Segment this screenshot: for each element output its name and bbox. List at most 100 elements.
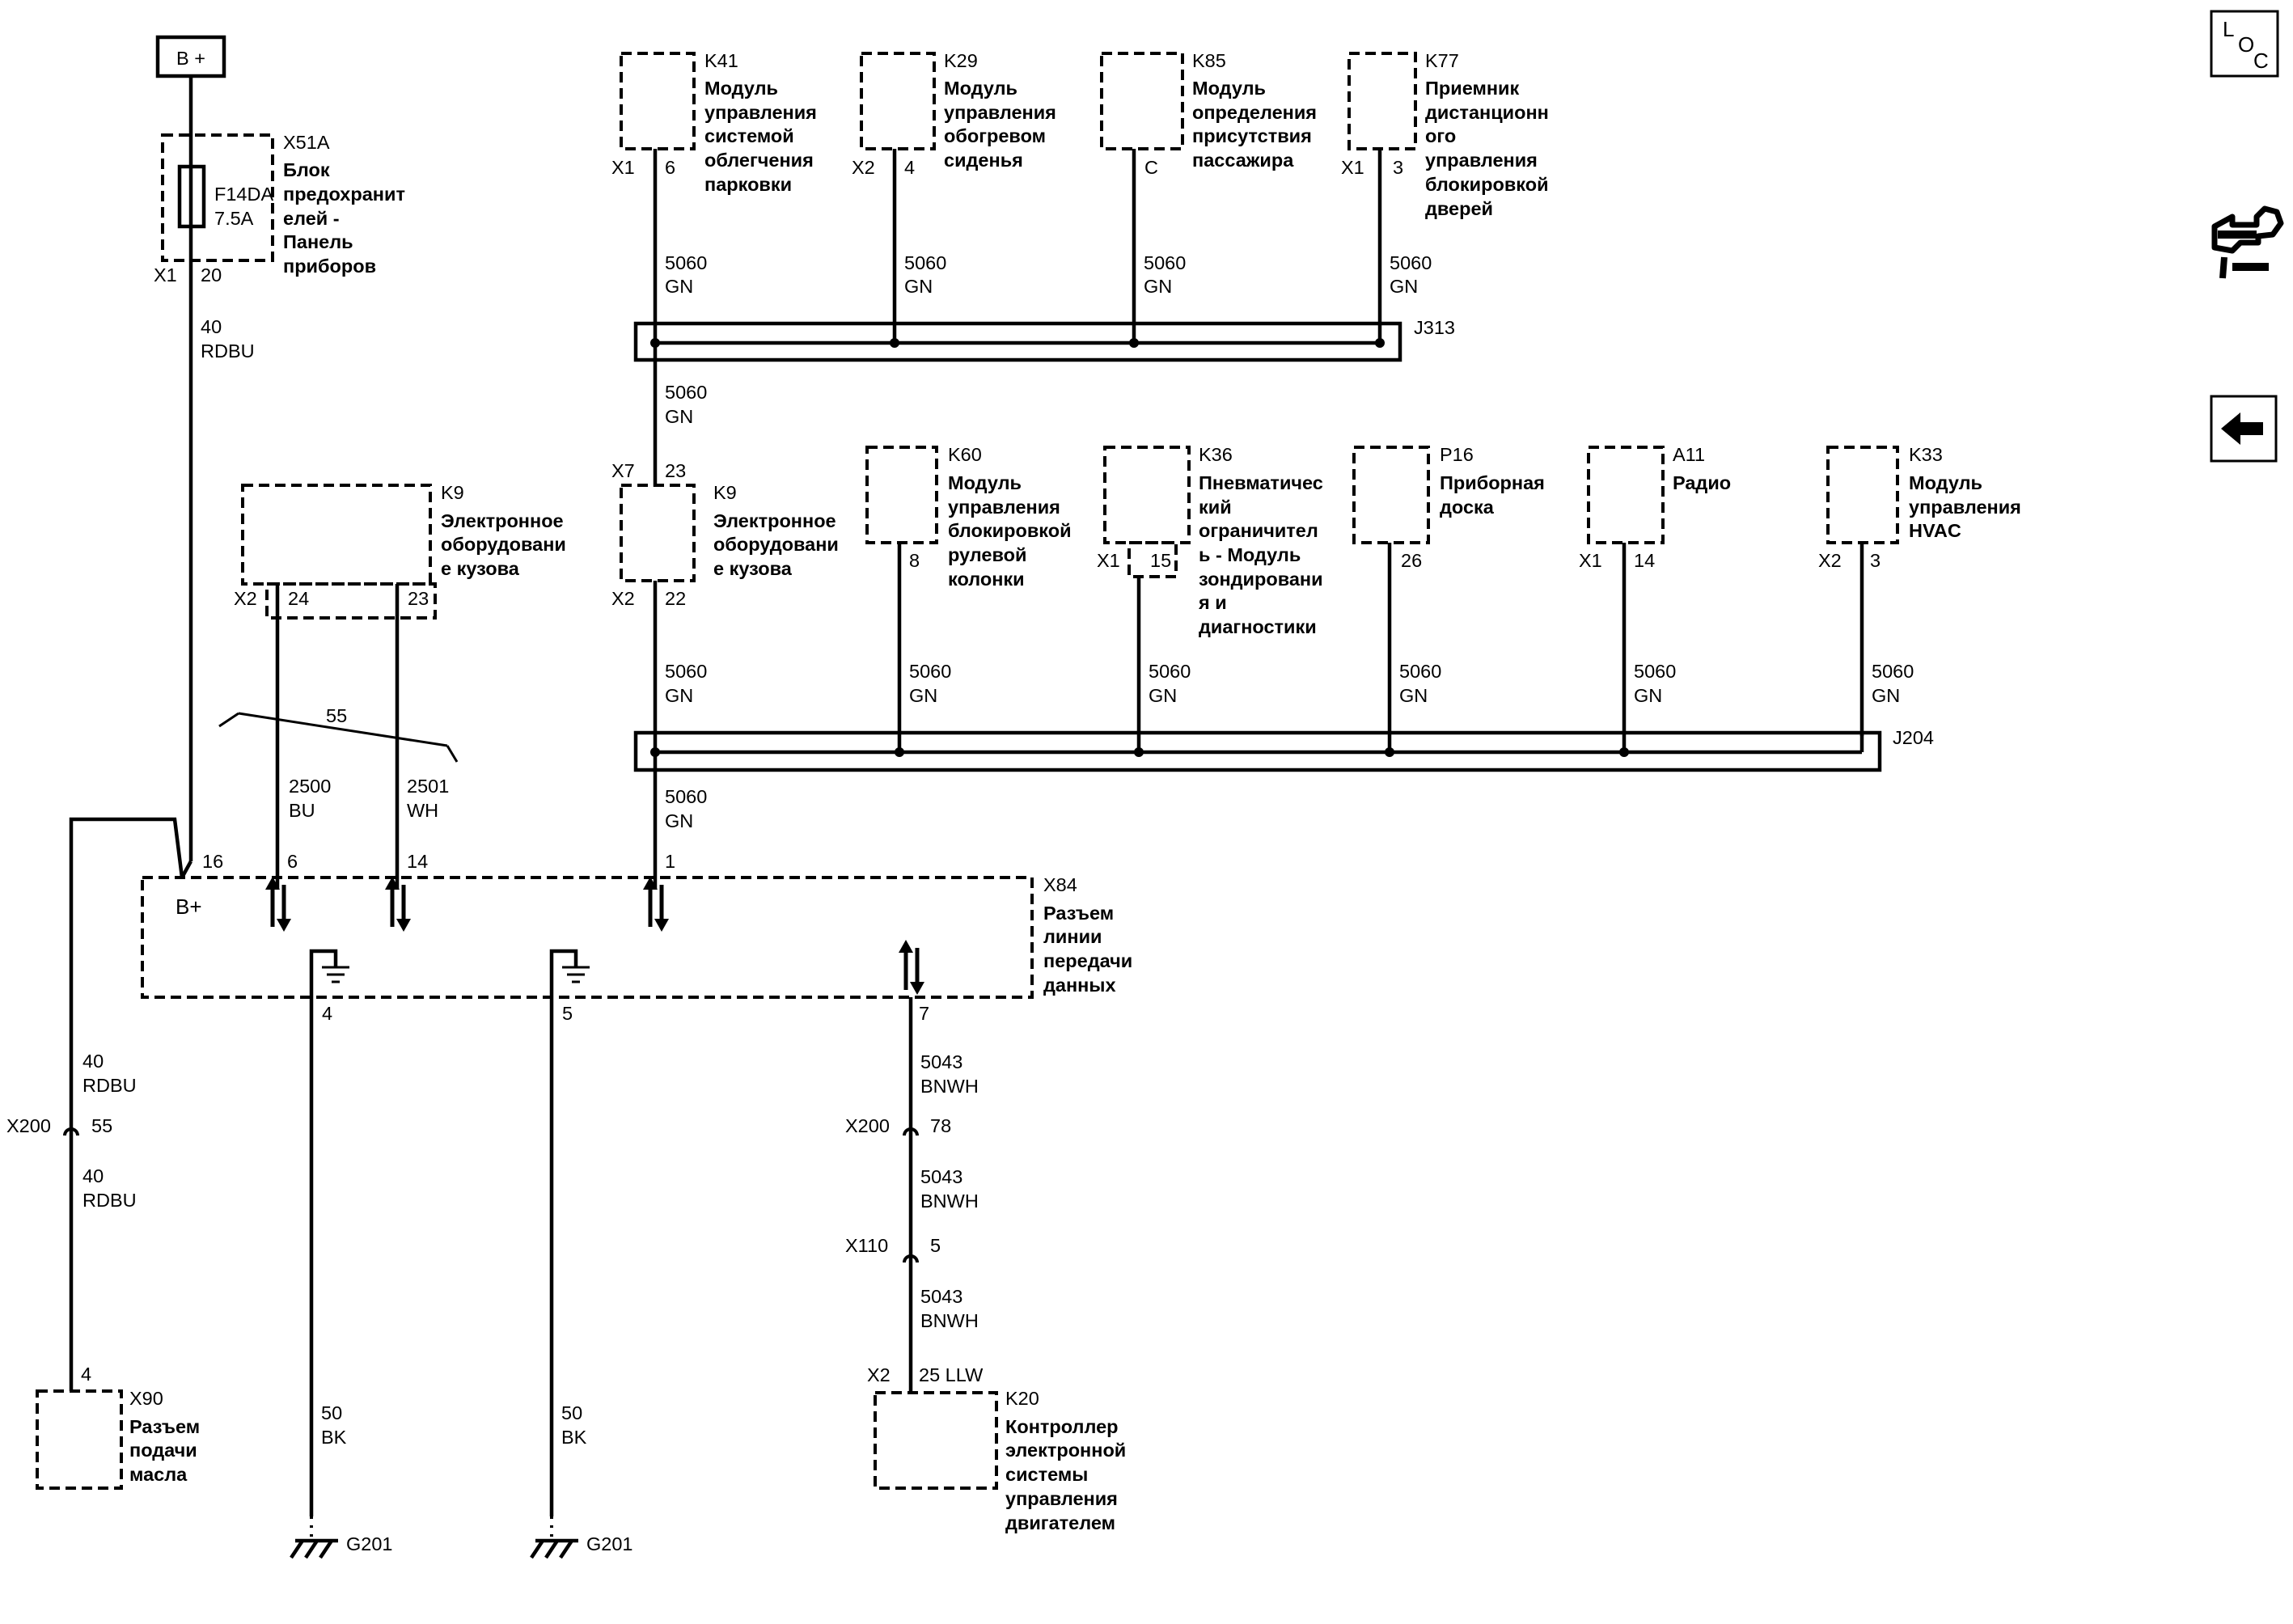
connector-name: данных [1043, 975, 1116, 996]
connector-label: X2 [852, 157, 875, 178]
module-name: ограничител [1199, 520, 1318, 541]
module-k85: K85 Модуль определения присутствия пасса… [1100, 50, 1317, 178]
wire-label: 5060 [1399, 661, 1441, 682]
pin-label: 7 [919, 1003, 929, 1024]
wire-label: GN [904, 276, 933, 297]
module-name: оборудовани [441, 534, 566, 555]
wire-label: 5060 [1872, 661, 1914, 682]
wire-label: 40 [82, 1051, 104, 1072]
pin-label: 6 [665, 157, 675, 178]
wire-label: 5060 [909, 661, 951, 682]
splice-j204: J204 [633, 727, 1934, 772]
pin-label: 5 [562, 1003, 573, 1024]
pin-label: 26 [1401, 550, 1422, 571]
splice-j313: J313 [633, 317, 1455, 362]
connector-label: X200 [845, 1115, 890, 1136]
pin-label: 4 [322, 1003, 332, 1024]
module-name: Приемник [1425, 78, 1519, 99]
connector-id: X90 [129, 1388, 163, 1409]
connector-name: линии [1043, 926, 1102, 947]
wire-label: RDBU [82, 1190, 137, 1211]
back-button[interactable] [2210, 395, 2278, 463]
power-source-label: B + [176, 48, 205, 69]
wire-label: GN [909, 685, 937, 706]
module-name: колонки [948, 569, 1025, 590]
module-id: K41 [704, 50, 738, 71]
fuse-block-id: X51A [283, 132, 330, 153]
module-name: е кузова [441, 558, 520, 579]
pin-label: 55 [91, 1115, 112, 1136]
module-name: дверей [1425, 198, 1493, 219]
wire-label: BK [321, 1427, 347, 1448]
ground-g201-icon: G201 [530, 1533, 633, 1559]
wire-label: BK [561, 1427, 587, 1448]
chassis-ground-icon [309, 949, 349, 1516]
fuse-icon [177, 164, 206, 229]
pin-label: 14 [407, 851, 428, 872]
splice-label: J204 [1893, 727, 1934, 748]
module-k29: K29 Модуль управления обогревом сиденья … [852, 50, 1056, 178]
inline-connector-x110-5: X110 5 [845, 1235, 941, 1263]
wire-label: 2501 [407, 776, 449, 797]
module-name: оборудовани [713, 534, 839, 555]
fuse-name: F14DA [214, 184, 273, 205]
connector-label: X1 [1341, 157, 1364, 178]
wire-label: 40 [201, 316, 222, 337]
pin-label: 14 [1634, 550, 1655, 571]
pin-label: 3 [1393, 157, 1403, 178]
module-name: ь - Модуль [1199, 544, 1301, 565]
module-name: е кузова [713, 558, 793, 579]
wire-label: 5060 [665, 661, 707, 682]
module-name: Модуль [948, 472, 1022, 493]
module-name: Модуль [704, 78, 778, 99]
connector-view-icon[interactable] [2211, 205, 2284, 279]
wire-label: GN [665, 276, 693, 297]
wire-40-rdbu [69, 817, 184, 1391]
ground-label: G201 [586, 1533, 633, 1554]
module-name: определения [1192, 102, 1317, 123]
data-link-connector-x84: X84 Разъем линии передачи данных B+ 16 6… [141, 851, 1132, 1024]
wire-label: 5060 [904, 252, 946, 273]
pin-label: 8 [909, 550, 920, 571]
connector-name: передачи [1043, 950, 1132, 971]
wire-label: WH [407, 800, 438, 821]
module-name: Радио [1673, 472, 1731, 493]
module-k77: K77 Приемник дистанционн ого управления … [1341, 50, 1549, 219]
pin-label: 23 [408, 588, 429, 609]
connector-label: X2 [611, 588, 635, 609]
module-name: Модуль [944, 78, 1017, 99]
module-name: зондировани [1199, 569, 1323, 590]
pin-label: 25 LLW [919, 1364, 984, 1385]
wire-label: RDBU [201, 340, 255, 362]
module-id: K33 [1909, 444, 1943, 465]
connector-id: X84 [1043, 874, 1077, 895]
module-name: системы [1005, 1464, 1088, 1485]
module-name: пассажира [1192, 150, 1294, 171]
fuse-block-name: Блок [283, 159, 330, 180]
connector-name: масла [129, 1464, 188, 1485]
module-name: Электронное [713, 510, 836, 531]
chassis-ground-icon [549, 949, 590, 1516]
module-id: K9 [441, 482, 464, 503]
module-a11: A11 Радио X1 14 [1579, 444, 1731, 571]
loc-letter: C [2253, 49, 2269, 73]
connector-label: X2 [867, 1364, 891, 1385]
loc-letter: O [2238, 32, 2254, 57]
connector-label: X200 [6, 1115, 51, 1136]
module-k20: X2 25 LLW K20 Контроллер электронной сис… [867, 1364, 1126, 1533]
module-name: двигателем [1005, 1512, 1115, 1533]
module-id: P16 [1440, 444, 1474, 465]
connector-label: X1 [611, 157, 635, 178]
module-name: Электронное [441, 510, 564, 531]
module-name: управления [1909, 497, 2021, 518]
wire-label: 50 [321, 1402, 342, 1423]
location-button[interactable]: L O C [2210, 10, 2279, 78]
wire-label: GN [665, 406, 693, 427]
wire-label: 2500 [289, 776, 331, 797]
module-name: управления [1425, 150, 1538, 171]
wire-label: GN [665, 685, 693, 706]
wire-label: 5060 [1634, 661, 1676, 682]
wire-label: BU [289, 800, 315, 821]
pin-label: 4 [904, 157, 915, 178]
